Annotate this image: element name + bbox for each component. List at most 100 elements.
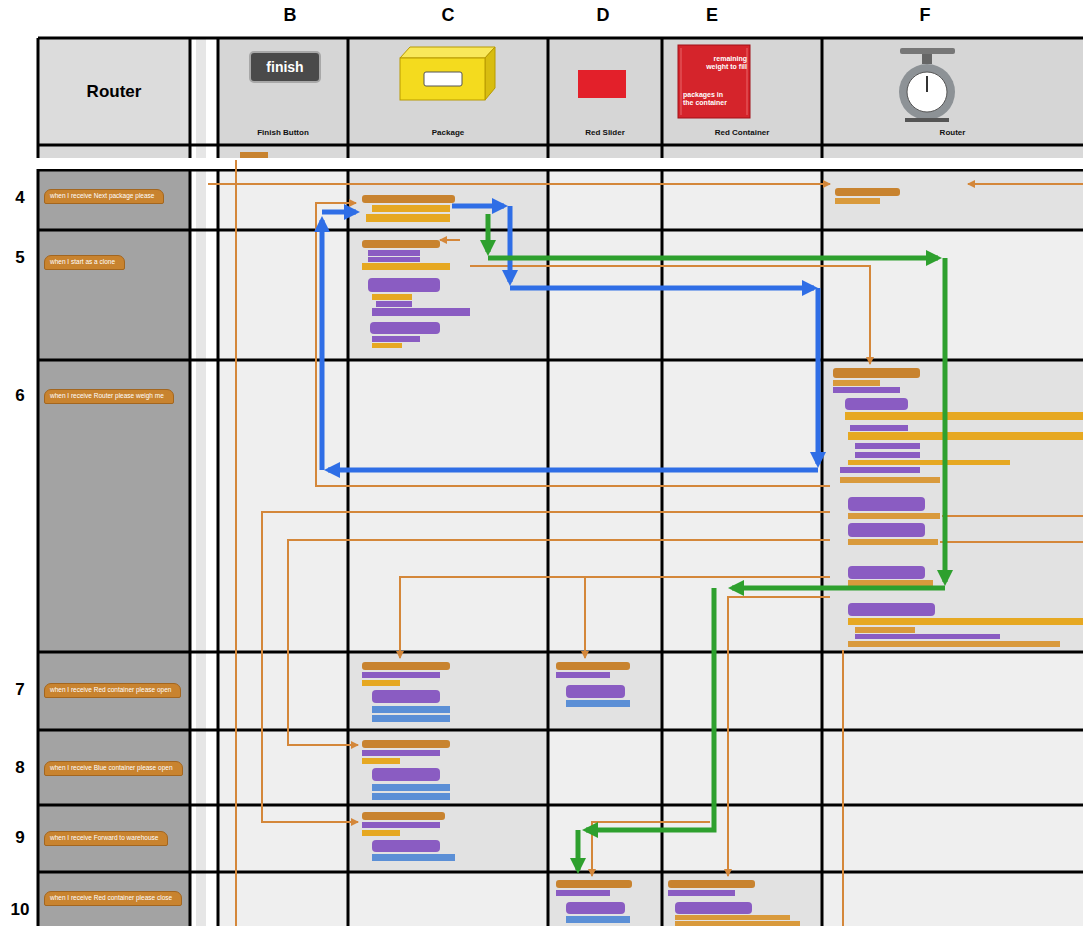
scale-icon [900, 48, 955, 54]
hat-block: when I receive Next package please [44, 189, 164, 204]
routing-arrows [586, 588, 714, 830]
cell-fill [822, 170, 1083, 230]
grid-lines [38, 37, 1083, 40]
script-blocks [372, 343, 402, 348]
grid-lines [38, 144, 1083, 147]
header-cell: Finish Button [218, 38, 348, 145]
clone-loop-arrows [322, 206, 818, 470]
scale-icon [899, 48, 955, 122]
script-blocks [372, 336, 420, 342]
grid-lines [38, 359, 1083, 362]
clone-loop-arrows [328, 468, 818, 473]
message-lines [208, 160, 1083, 926]
routing-arrows [488, 256, 938, 261]
script-blocks [833, 387, 900, 393]
script-blocks [833, 380, 880, 386]
script-blocks [566, 916, 630, 923]
script-blocks [848, 513, 940, 519]
script-blocks [848, 432, 1083, 440]
script-blocks [240, 152, 268, 158]
script-blocks [372, 690, 440, 703]
script-blocks [566, 700, 630, 707]
column-letter: C [442, 5, 455, 26]
message-lines [470, 266, 870, 364]
clone-loop-arrows [508, 206, 513, 282]
hat-block: when I start as a clone [44, 255, 125, 270]
package-icon [400, 47, 495, 58]
header-label: Router [87, 82, 142, 102]
header-cell: Router [822, 38, 1083, 145]
row-number: 8 [15, 758, 24, 778]
column-letter: D [597, 5, 610, 26]
cell-fill [348, 730, 548, 805]
message-lines [316, 203, 830, 486]
cell-fill [662, 872, 822, 926]
script-blocks [372, 294, 412, 300]
finish-button-icon [250, 52, 320, 82]
cell-fill [548, 872, 662, 926]
routing-arrows [943, 258, 948, 582]
hat-block: when I receive Router please weigh me [44, 389, 174, 404]
script-blocks [556, 890, 610, 896]
script-blocks [240, 152, 1083, 926]
script-blocks [362, 672, 440, 678]
hat-label: when I receive Router please weigh me [50, 392, 164, 399]
hat-block: when I receive Forward to warehouse [44, 831, 168, 846]
message-lines [968, 183, 1083, 185]
script-blocks [675, 915, 790, 920]
script-blocks [362, 195, 455, 203]
row-number: 5 [15, 248, 24, 268]
column-letter: F [920, 5, 931, 26]
script-blocks [668, 890, 735, 896]
package-icon [424, 72, 462, 86]
script-blocks [362, 662, 450, 670]
script-blocks [855, 452, 920, 458]
clone-loop-arrows [510, 286, 814, 291]
package-icon [400, 58, 485, 100]
script-blocks [848, 603, 935, 616]
script-blocks [845, 398, 908, 410]
cell-fill [822, 360, 1083, 652]
script-blocks [848, 539, 938, 545]
script-blocks [855, 634, 1000, 639]
script-blocks [368, 278, 440, 292]
script-blocks [372, 784, 450, 791]
header-label: Router [940, 128, 966, 137]
message-lines [842, 650, 844, 926]
script-blocks [855, 627, 915, 633]
hat-block: when I receive Red container please clos… [44, 891, 182, 906]
scale-icon [922, 54, 932, 64]
routing-arrows [732, 586, 945, 591]
script-blocks [848, 618, 1083, 625]
grid-lines [38, 229, 1083, 232]
red-slider-icon [578, 70, 626, 98]
script-blocks [848, 523, 925, 537]
header-label: Finish Button [257, 128, 309, 137]
script-blocks [835, 198, 880, 204]
routing-arrows [576, 830, 581, 870]
scale-icon [926, 76, 928, 92]
column-letter: E [706, 5, 718, 26]
script-blocks [556, 880, 632, 888]
header-label: Package [432, 128, 464, 137]
script-blocks [833, 368, 920, 378]
script-blocks [368, 257, 420, 262]
script-blocks [362, 740, 450, 748]
red-slider-icon [578, 70, 626, 98]
script-blocks [370, 322, 440, 334]
cell-fill [548, 652, 662, 730]
cell-fill [348, 805, 548, 872]
row-gap [0, 158, 1083, 169]
grid-lines [38, 729, 1083, 732]
grid-lines [38, 651, 1083, 654]
grid-lines [38, 871, 1083, 874]
script-blocks [362, 830, 400, 836]
hat-label: when I receive Red container please clos… [50, 894, 172, 901]
script-blocks [845, 412, 1083, 420]
message-lines [262, 512, 830, 822]
script-blocks [372, 854, 455, 861]
hat-label: when I start as a clone [50, 258, 115, 265]
header-label: Red Slider [585, 128, 625, 137]
scale-icon [907, 72, 947, 112]
